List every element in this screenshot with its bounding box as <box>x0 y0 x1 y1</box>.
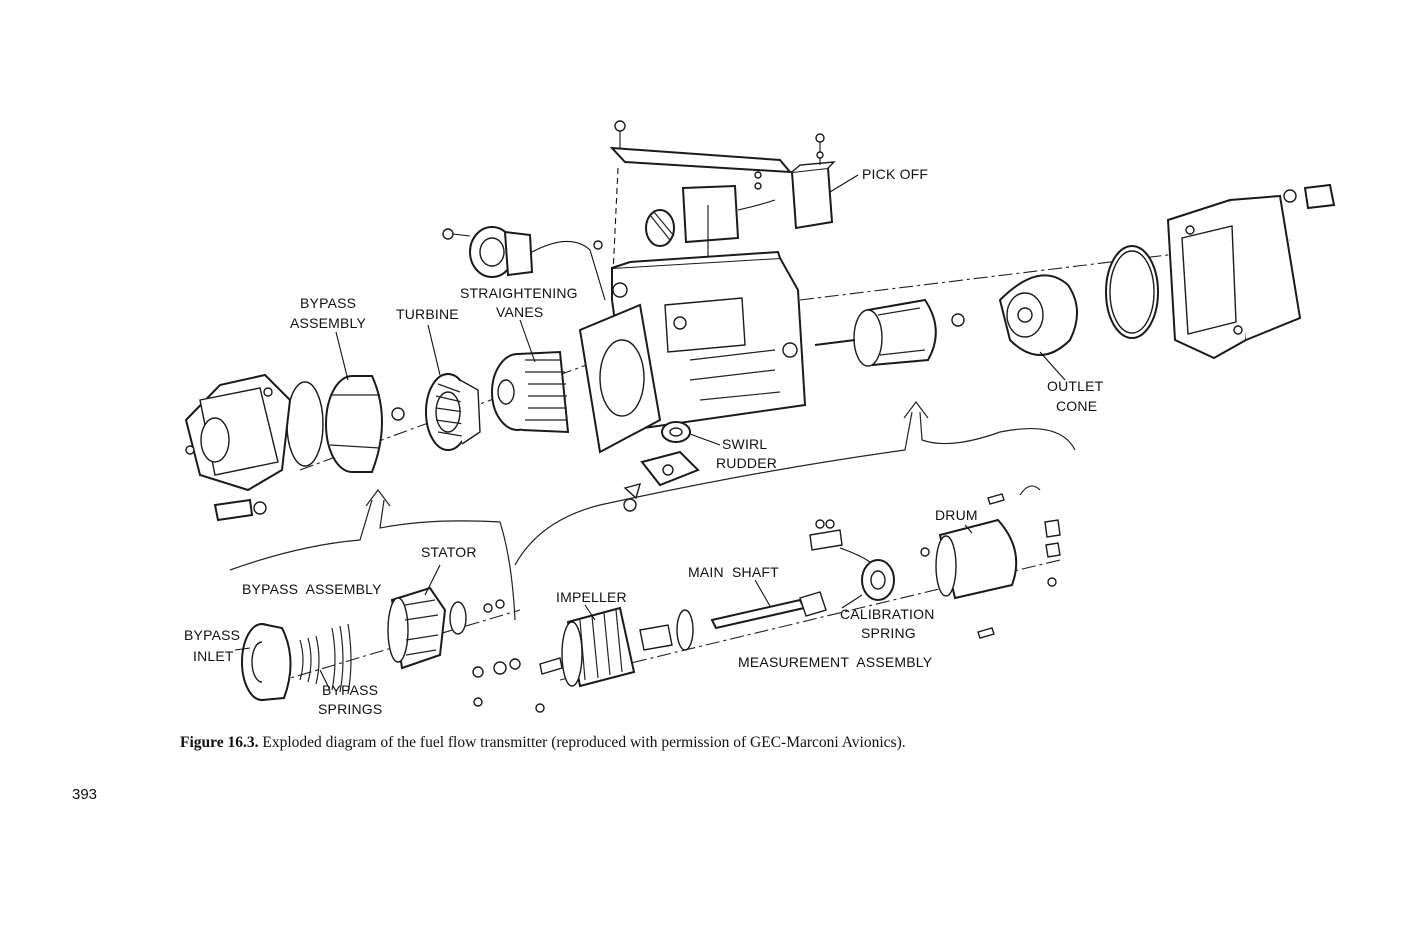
leader-drum <box>964 524 973 534</box>
label-outlet-cone-1: OUTLET <box>1047 378 1104 394</box>
straightening-vanes-part <box>491 350 570 434</box>
leader-turbine <box>427 324 441 376</box>
leader-straightening-vanes <box>519 319 536 363</box>
label-bypass-springs-1: BYPASS <box>322 682 378 698</box>
main-body-housing <box>578 250 807 454</box>
leader-bypass-inlet <box>234 647 251 651</box>
label-pick-off: PICK OFF <box>862 166 928 182</box>
label-bypass-assembly-lower: BYPASS ASSEMBLY <box>242 581 382 597</box>
measurement-cartridge <box>814 298 965 367</box>
bypass-assembly-part <box>286 375 405 473</box>
leader-stator <box>424 564 441 596</box>
label-turbine: TURBINE <box>396 306 459 322</box>
label-straightening-vanes-2: VANES <box>496 304 543 320</box>
swirl-rudder <box>623 421 700 512</box>
leader-bypass-assembly <box>335 331 349 381</box>
leader-swirl-rudder <box>689 433 721 446</box>
label-bypass-assembly-2: ASSEMBLY <box>290 315 366 331</box>
leader-pick-off <box>829 174 859 193</box>
turbine-part <box>425 373 481 451</box>
label-calibration-spring-2: SPRING <box>861 625 916 641</box>
pick-off-unit <box>790 133 836 230</box>
drum-part <box>920 485 1061 639</box>
measurement-bracket <box>514 401 1076 566</box>
bypass-inlet-part <box>241 623 292 701</box>
label-main-shaft: MAIN SHAFT <box>688 564 779 580</box>
leader-outlet-cone <box>1039 351 1066 381</box>
page-number: 393 <box>72 786 98 803</box>
leader-main-shaft <box>754 579 771 607</box>
stator-part <box>387 586 505 670</box>
label-bypass-inlet-2: INLET <box>193 648 234 664</box>
label-drum: DRUM <box>935 507 978 523</box>
sensor-coil <box>645 171 776 270</box>
main-shaft-part <box>710 519 843 630</box>
label-bypass-assembly-1: BYPASS <box>300 295 356 311</box>
leader-bypass-springs <box>319 669 331 691</box>
figure-caption: Figure 16.3. Exploded diagram of the fue… <box>180 734 906 752</box>
label-bypass-springs-2: SPRINGS <box>318 701 382 717</box>
bypass-springs-part <box>299 623 352 695</box>
label-swirl-rudder-2: RUDDER <box>716 455 777 471</box>
stator-bypass-bracket <box>229 489 516 621</box>
caption-text: Exploded diagram of the fuel flow transm… <box>262 734 906 751</box>
label-swirl-rudder-1: SWIRL <box>722 436 767 452</box>
label-bypass-inlet-1: BYPASS <box>184 627 240 643</box>
label-stator: STATOR <box>421 544 477 560</box>
calibration-spring-part <box>839 547 895 601</box>
label-impeller: IMPELLER <box>556 589 627 605</box>
electrical-connector <box>442 226 606 301</box>
inlet-housing <box>184 373 292 522</box>
impeller-part <box>561 606 694 688</box>
outlet-cone-part <box>998 274 1078 356</box>
caption-number: Figure 16.3. <box>180 734 259 751</box>
label-straightening-vanes-1: STRAIGHTENING <box>460 285 578 301</box>
leader-impeller <box>584 604 596 621</box>
top-cover-plate <box>609 120 793 296</box>
label-measurement-assembly: MEASUREMENT ASSEMBLY <box>738 654 933 670</box>
label-outlet-cone-2: CONE <box>1056 398 1097 414</box>
label-calibration-spring-1: CALIBRATION <box>840 606 935 622</box>
lower-fasteners <box>472 657 563 713</box>
outlet-flange-housing <box>1166 183 1336 360</box>
leader-calibration-spring <box>841 594 863 609</box>
outlet-o-ring-inner <box>1109 250 1155 334</box>
